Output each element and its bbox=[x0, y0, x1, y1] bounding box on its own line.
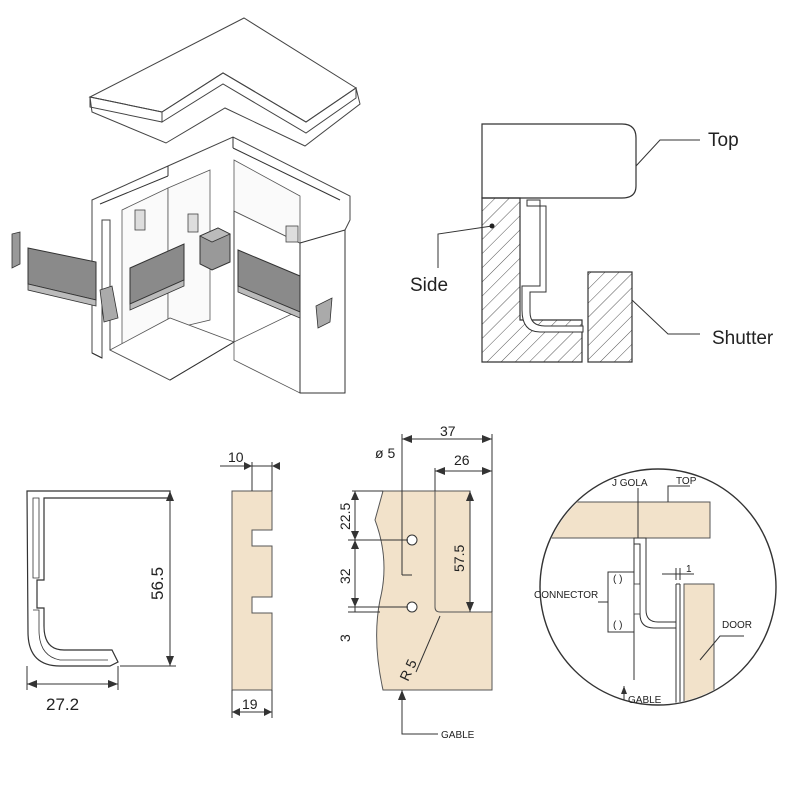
gola-rail-right bbox=[237, 249, 333, 329]
svg-text:( ): ( ) bbox=[613, 574, 622, 585]
dim-32: 32 bbox=[337, 568, 353, 584]
dim-37: 37 bbox=[440, 423, 456, 439]
label-shutter: Shutter bbox=[712, 328, 774, 349]
detail-connector bbox=[607, 571, 635, 633]
section-view: Top Side Shutter bbox=[410, 123, 774, 363]
dim-hole-diameter: ø 5 bbox=[375, 445, 395, 461]
panel-groove-shape bbox=[231, 490, 273, 691]
label-gable: GABLE bbox=[441, 730, 475, 741]
dim-3: 3 bbox=[337, 634, 353, 642]
cabinet-top-slab bbox=[88, 17, 361, 147]
mounting-brackets bbox=[134, 209, 299, 243]
dim-57-5: 57.5 bbox=[451, 545, 467, 572]
label-door: DOOR bbox=[722, 620, 752, 631]
dim-26: 26 bbox=[454, 452, 470, 468]
svg-text:( ): ( ) bbox=[613, 620, 622, 631]
detail-top-board bbox=[541, 501, 711, 539]
shutter-hatched bbox=[587, 271, 633, 363]
detail-door bbox=[683, 583, 715, 704]
detail-gola-profile bbox=[633, 537, 677, 629]
dim-groove-top: 10 bbox=[228, 449, 244, 465]
gola-profile-outline bbox=[26, 490, 171, 667]
isometric-cabinet bbox=[11, 17, 361, 394]
label-connector: CONNECTOR bbox=[534, 590, 598, 601]
dim-groove-bottom: 19 bbox=[242, 696, 258, 712]
grooved-panel: 10 19 bbox=[220, 449, 280, 718]
drilling-diagram: 37 26 ø 5 22.5 32 3 57.5 R 5 GABLE bbox=[337, 423, 493, 741]
gable-panel bbox=[374, 490, 493, 691]
circular-detail: ( ) ( ) J GOLA TOP CONNECTOR DOOR GABLE … bbox=[534, 468, 777, 706]
dim-height: 56.5 bbox=[148, 567, 167, 600]
dim-22-5: 22.5 bbox=[337, 503, 353, 530]
label-side: Side bbox=[410, 275, 448, 296]
label-j-gola: J GOLA bbox=[612, 478, 648, 489]
profile-dimension-drawing: 56.5 27.2 bbox=[26, 490, 176, 714]
dim-gap: 1 bbox=[686, 564, 692, 575]
gola-rail-center bbox=[99, 243, 185, 323]
label-top: Top bbox=[708, 130, 739, 151]
label-detail-gable: GABLE bbox=[628, 695, 662, 706]
side-panel-hatched bbox=[481, 197, 583, 363]
worktop-shape bbox=[481, 123, 637, 199]
corner-connector bbox=[199, 227, 231, 271]
gola-rail-left bbox=[11, 231, 97, 307]
dim-width: 27.2 bbox=[46, 695, 79, 714]
gola-profile-section bbox=[521, 199, 584, 333]
drill-hole-upper bbox=[406, 534, 418, 546]
drill-hole-lower bbox=[406, 601, 418, 613]
label-detail-top: TOP bbox=[676, 476, 697, 487]
